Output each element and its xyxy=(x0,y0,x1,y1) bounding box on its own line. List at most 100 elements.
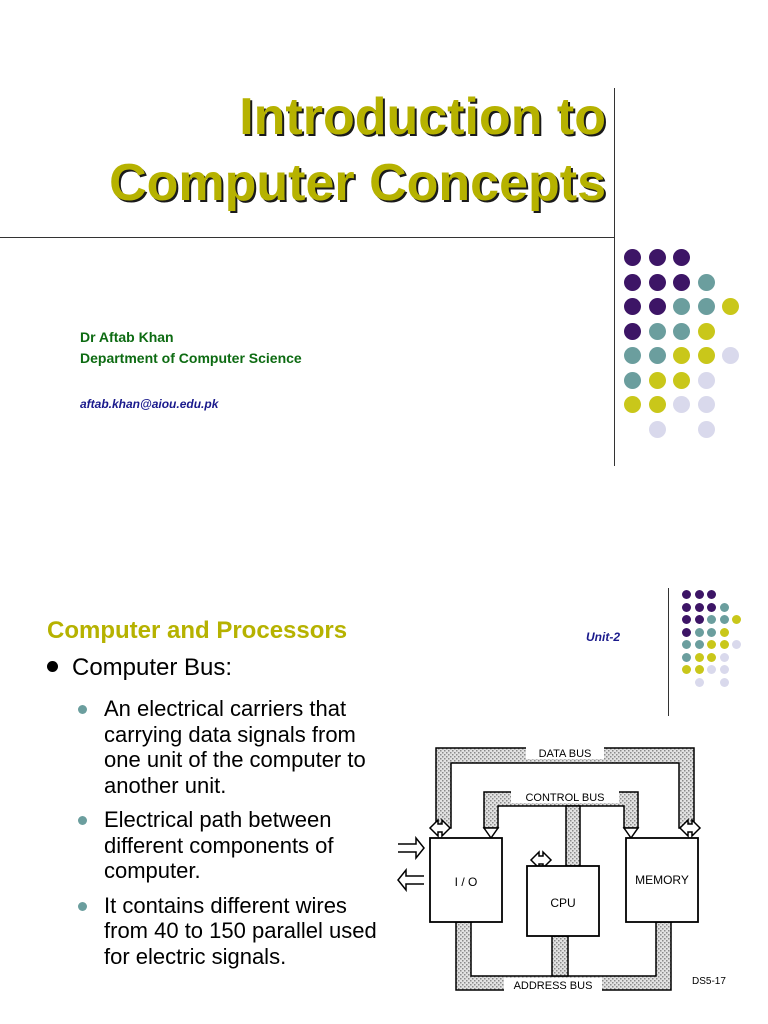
title-slide: Introduction to Computer Concepts Dr Aft… xyxy=(0,84,739,466)
data-bus xyxy=(435,747,695,829)
decorative-dot xyxy=(707,627,716,637)
vertical-divider xyxy=(614,88,615,466)
main-bullet-text: Computer Bus: xyxy=(72,654,233,681)
decorative-dot xyxy=(697,347,715,364)
decorative-dot xyxy=(719,677,729,687)
decorative-dot xyxy=(697,273,715,291)
decorative-dot xyxy=(697,371,715,389)
decorative-dot xyxy=(624,298,641,315)
author-block: Dr Aftab Khan Department of Computer Sci… xyxy=(80,327,302,369)
decorative-dot xyxy=(697,298,715,315)
slide-title: Computer and Processors xyxy=(47,617,348,644)
decorative-dot xyxy=(697,322,715,340)
decorative-dot xyxy=(732,615,741,624)
decorative-dot xyxy=(707,590,716,599)
department-name: Department of Computer Science xyxy=(80,350,302,366)
bus-connectors xyxy=(428,818,702,870)
list-item: Electrical path between different compon… xyxy=(78,807,378,884)
decorative-dot xyxy=(648,371,666,389)
decorative-dot xyxy=(682,590,691,599)
vertical-divider xyxy=(668,588,669,716)
decorative-dot xyxy=(719,640,729,649)
decorative-dot xyxy=(624,273,641,291)
unit-label: Unit-2 xyxy=(586,630,620,644)
content-slide: Computer and Processors Unit-2 Computer … xyxy=(0,512,768,1024)
decorative-dot xyxy=(694,665,704,674)
address-bus-label: ADDRESS BUS xyxy=(514,980,593,992)
decorative-dot xyxy=(624,371,641,389)
decorative-dot xyxy=(648,322,666,340)
decorative-dot xyxy=(648,420,666,438)
decorative-dot xyxy=(682,602,691,612)
decorative-dot xyxy=(624,249,641,266)
decorative-dot xyxy=(648,298,666,315)
decorative-dot xyxy=(648,249,666,266)
decorative-dot xyxy=(682,640,691,649)
decorative-dot xyxy=(694,615,704,624)
io-label: I / O xyxy=(455,875,478,889)
decorative-dot xyxy=(682,665,691,674)
memory-label: MEMORY xyxy=(635,873,689,887)
title-line-1: Introduction to xyxy=(239,88,606,146)
decorative-dot xyxy=(707,640,716,649)
computer-bus-diagram: DATA BUS CONTROL BUS ADDRESS BUS I / O C xyxy=(397,746,726,992)
decorative-dot xyxy=(694,677,704,687)
bullet-icon xyxy=(78,705,87,714)
cpu-control-link xyxy=(565,805,581,867)
decorative-dot xyxy=(673,298,690,315)
control-bus-label: CONTROL BUS xyxy=(525,792,604,804)
bullet-icon xyxy=(47,661,58,672)
main-bullet: Computer Bus: xyxy=(47,654,232,682)
cpu-address-link xyxy=(551,935,569,977)
decorative-dot xyxy=(719,652,729,662)
memory-box xyxy=(625,837,699,923)
decorative-dot xyxy=(707,652,716,662)
decorative-dot xyxy=(719,615,729,624)
title-line-2: Computer Concepts xyxy=(109,154,606,212)
decorative-dot xyxy=(682,652,691,662)
decorative-dot xyxy=(694,640,704,649)
sub-bullet-list: An electrical carriers that carrying dat… xyxy=(78,696,378,978)
list-item: It contains different wires from 40 to 1… xyxy=(78,893,378,970)
decorative-dot xyxy=(682,627,691,637)
list-item: An electrical carriers that carrying dat… xyxy=(78,696,378,798)
slide-title: Introduction to Computer Concepts xyxy=(6,84,606,216)
horizontal-divider xyxy=(0,237,615,238)
decorative-dot xyxy=(697,420,715,438)
decorative-dot xyxy=(719,627,729,637)
cpu-box xyxy=(526,865,600,937)
decorative-dot xyxy=(648,273,666,291)
decorative-dot xyxy=(673,371,690,389)
data-bus-label: DATA BUS xyxy=(539,748,592,760)
decorative-dot xyxy=(673,249,690,266)
decorative-dot xyxy=(682,615,691,624)
decorative-dot xyxy=(648,396,666,413)
decorative-dot xyxy=(624,347,641,364)
decorative-dot xyxy=(707,665,716,674)
decorative-dot xyxy=(707,615,716,624)
decorative-dot xyxy=(648,347,666,364)
decorative-dot xyxy=(719,602,729,612)
decorative-dot xyxy=(673,322,690,340)
decorative-dot xyxy=(722,347,739,364)
cpu-label: CPU xyxy=(550,896,575,910)
decorative-dot xyxy=(722,298,739,315)
decorative-dot xyxy=(707,602,716,612)
decorative-dot xyxy=(673,396,690,413)
decorative-dot xyxy=(697,396,715,413)
io-box xyxy=(429,837,503,923)
decorative-dot xyxy=(673,273,690,291)
decorative-dot xyxy=(624,396,641,413)
decorative-dot xyxy=(694,602,704,612)
figure-code: DS5-17 xyxy=(692,976,726,987)
decorative-dot xyxy=(694,627,704,637)
author-email: aftab.khan@aiou.edu.pk xyxy=(80,397,219,411)
decorative-dot xyxy=(732,640,741,649)
io-external-arrows xyxy=(397,835,425,893)
bullet-icon xyxy=(78,901,87,911)
author-name: Dr Aftab Khan xyxy=(80,329,174,345)
decorative-dot xyxy=(694,652,704,662)
bullet-icon xyxy=(78,816,87,825)
decorative-dot xyxy=(694,590,704,599)
decorative-dot xyxy=(719,665,729,674)
